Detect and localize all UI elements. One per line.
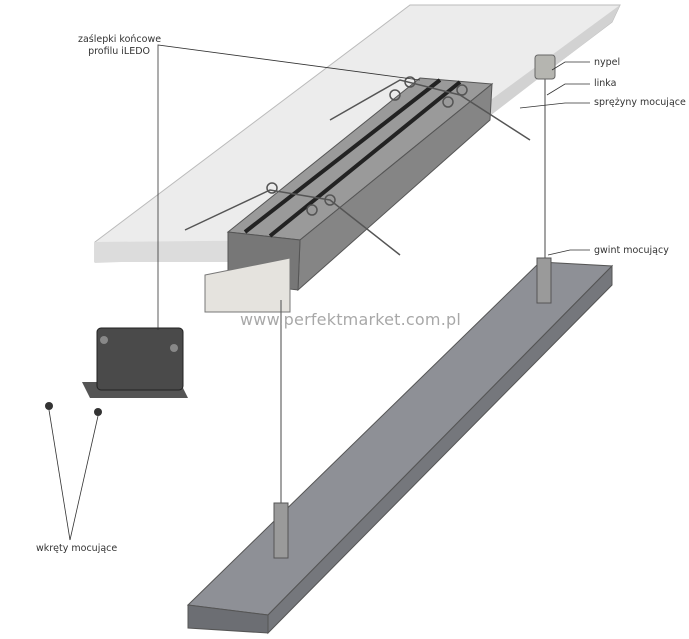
label-cable: linka: [594, 78, 617, 89]
label-screws: wkręty mocujące: [36, 543, 118, 554]
label-end-caps-line1: zaślepki końcowe: [78, 34, 162, 45]
label-nipple: nypel: [594, 57, 621, 68]
screws: [45, 402, 102, 416]
nipple-part: [534, 54, 556, 80]
springs: [184, 76, 531, 256]
end-cap: [82, 327, 188, 398]
label-end-caps-line2: profilu iLEDO: [88, 46, 150, 57]
label-springs: sprężyny mocujące: [594, 97, 686, 108]
label-end-caps: zaślepki końcowe profilu iLEDO: [78, 34, 162, 58]
watermark: www.perfektmarket.com.pl: [240, 310, 461, 329]
thread-right: [536, 257, 552, 304]
leader-lines: [48, 44, 590, 541]
thread-left: [273, 502, 289, 559]
label-thread: gwint mocujący: [594, 245, 669, 256]
